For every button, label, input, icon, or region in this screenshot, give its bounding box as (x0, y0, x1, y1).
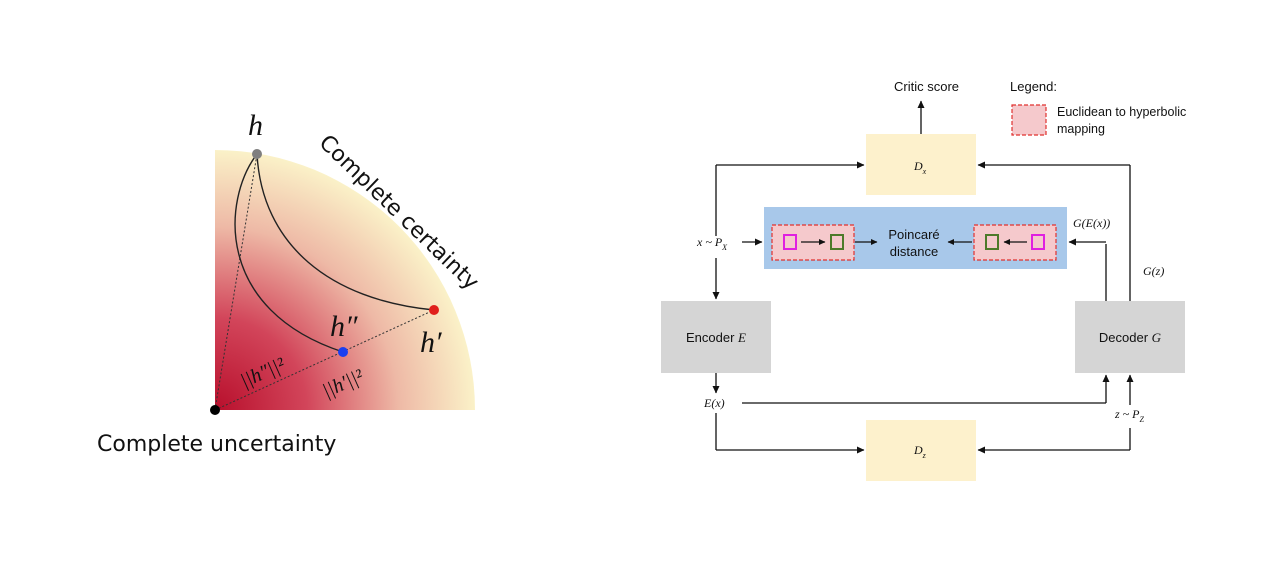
point-h-prime (429, 305, 439, 315)
legend-title: Legend: (1010, 79, 1057, 94)
decoder-box (1075, 301, 1185, 373)
geodesic-h-to-h-double-prime (234, 153, 344, 353)
euclidean-vector-left (783, 234, 797, 250)
label-complete-uncertainty: Complete uncertainty (97, 432, 336, 457)
label-h-double-prime: h″ (330, 310, 358, 343)
encoder-box (661, 301, 771, 373)
label-h: h (248, 109, 263, 142)
z-sample-label: z ~ PZ (1114, 407, 1145, 424)
critic-dx-label: Dx (913, 159, 927, 176)
poincare-disk-panel: h h′ h″ ||h″||² ||h′||² Complete certain… (97, 109, 483, 457)
ray-origin-to-h-prime (214, 309, 435, 411)
hyperbolic-vector-left (830, 234, 844, 250)
ray-origin-to-h (214, 153, 258, 411)
critic-dz-box (866, 420, 976, 481)
encoder-label: Encoder E (686, 330, 746, 345)
legend-text-line2: mapping (1057, 122, 1105, 136)
point-h (252, 149, 262, 159)
x-sample-label: x ~ PX (696, 235, 728, 252)
critic-score-label: Critic score (894, 79, 959, 94)
hyperbolic-vector-right (985, 234, 999, 250)
legend-mapping-swatch (1011, 104, 1047, 136)
critic-dx-box (866, 134, 976, 195)
euclidean-vector-right (1031, 234, 1045, 250)
gz-label: G(z) (1143, 264, 1164, 278)
poincare-label-line1: Poincaré (888, 227, 939, 242)
critic-dz-label: Dz (913, 443, 927, 460)
geodesic-h-to-h-prime (256, 153, 435, 311)
quarter-disk (215, 150, 475, 410)
poincare-label-line2: distance (890, 244, 938, 259)
point-h-double-prime (338, 347, 348, 357)
ex-label: E(x) (703, 396, 725, 410)
gex-label: G(E(x)) (1073, 216, 1110, 230)
label-h-prime: h′ (420, 326, 442, 359)
architecture-panel: Critic score Legend: Euclidean to hyperb… (661, 79, 1186, 481)
legend-text-line1: Euclidean to hyperbolic (1057, 105, 1186, 119)
point-origin (210, 405, 220, 415)
decoder-label: Decoder G (1099, 330, 1162, 345)
